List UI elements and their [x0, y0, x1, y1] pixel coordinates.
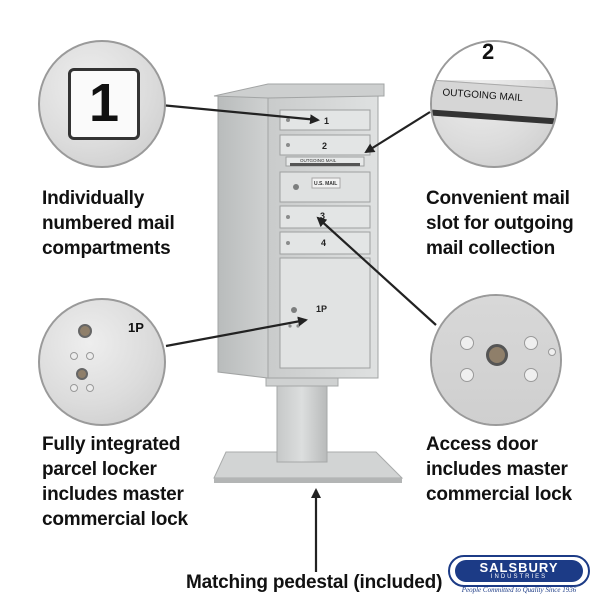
- caption-line: Convenient mail: [426, 188, 570, 209]
- caption-line: slot for outgoing: [426, 213, 574, 234]
- caption-line: commercial lock: [426, 484, 572, 505]
- rivet-icon: [70, 384, 78, 392]
- number-plate: 1: [68, 68, 140, 140]
- compartment-door: [279, 231, 371, 255]
- logo-tagline: People Committed to Quality Since 1936: [461, 586, 577, 594]
- pedestal-post: [265, 375, 339, 463]
- caption-line: includes master: [426, 459, 568, 480]
- inset-number-plate: 1: [38, 40, 166, 168]
- rivet-icon: [524, 368, 538, 382]
- parcel-locker-number: 1P: [316, 304, 327, 314]
- caption-compartments: Individually numbered mail compartments: [42, 186, 175, 261]
- master-lock-icon: [486, 344, 508, 366]
- compartment-door: [279, 109, 371, 131]
- rivet-icon: [460, 368, 474, 382]
- rivet-icon: [524, 336, 538, 350]
- door-number-3: 3: [320, 211, 325, 221]
- arrow-access-door: [316, 216, 437, 326]
- caption-line: mail collection: [426, 238, 555, 259]
- outgoing-mail-slot: [285, 156, 365, 167]
- lock-icon: [76, 368, 88, 380]
- mailbox-hood: [213, 83, 385, 99]
- salsbury-logo: SALSBURY INDUSTRIES: [448, 555, 590, 587]
- rivet-icon: [70, 352, 78, 360]
- rivet-icon: [86, 384, 94, 392]
- inset-outgoing-slot: 2 OUTGOING MAIL: [430, 40, 558, 168]
- logo-brand: SALSBURY: [479, 560, 559, 575]
- parcel-locker-label: 1P: [128, 320, 144, 335]
- outgoing-plate-number: 2: [482, 40, 495, 64]
- rivet-icon: [86, 352, 94, 360]
- caption-line: numbered mail: [42, 213, 175, 234]
- caption-pedestal: Matching pedestal (included): [186, 570, 442, 595]
- door-number-1: 1: [324, 116, 329, 126]
- arrow-mail-slot: [364, 111, 431, 154]
- rivet-icon: [548, 348, 556, 356]
- door-number-2: 2: [322, 141, 327, 151]
- door-number-4: 4: [321, 238, 326, 248]
- access-door: [279, 171, 371, 203]
- lock-icon: [78, 324, 92, 338]
- outgoing-slot-label: OUTGOING MAIL: [441, 87, 524, 104]
- rivet-icon: [460, 336, 474, 350]
- caption-line: Matching pedestal (included): [186, 572, 443, 593]
- caption-mail-slot: Convenient mail slot for outgoing mail c…: [426, 186, 574, 261]
- inset-access-door: [430, 294, 562, 426]
- caption-line: Individually: [42, 188, 145, 209]
- parcel-locker-door: [279, 257, 371, 369]
- caption-line: parcel locker: [42, 459, 157, 480]
- caption-line: commercial lock: [42, 509, 188, 530]
- caption-access-door: Access door includes master commercial l…: [426, 432, 572, 507]
- inset-parcel-locker: 1P: [38, 298, 166, 426]
- caption-line: compartments: [42, 238, 171, 259]
- slot-label: OUTGOING MAIL: [300, 158, 337, 163]
- caption-line: includes master: [42, 484, 184, 505]
- caption-line: Fully integrated: [42, 434, 181, 455]
- number-plate-value: 1: [88, 73, 120, 133]
- caption-parcel-locker: Fully integrated parcel locker includes …: [42, 432, 188, 532]
- usmail-label: U.S. MAIL: [314, 181, 337, 187]
- logo-badge: SALSBURY INDUSTRIES: [455, 560, 583, 582]
- caption-line: Access door: [426, 434, 538, 455]
- arrow-compartments: [149, 102, 320, 125]
- arrow-parcel-locker: [165, 316, 308, 348]
- logo-sub: INDUSTRIES: [490, 574, 548, 580]
